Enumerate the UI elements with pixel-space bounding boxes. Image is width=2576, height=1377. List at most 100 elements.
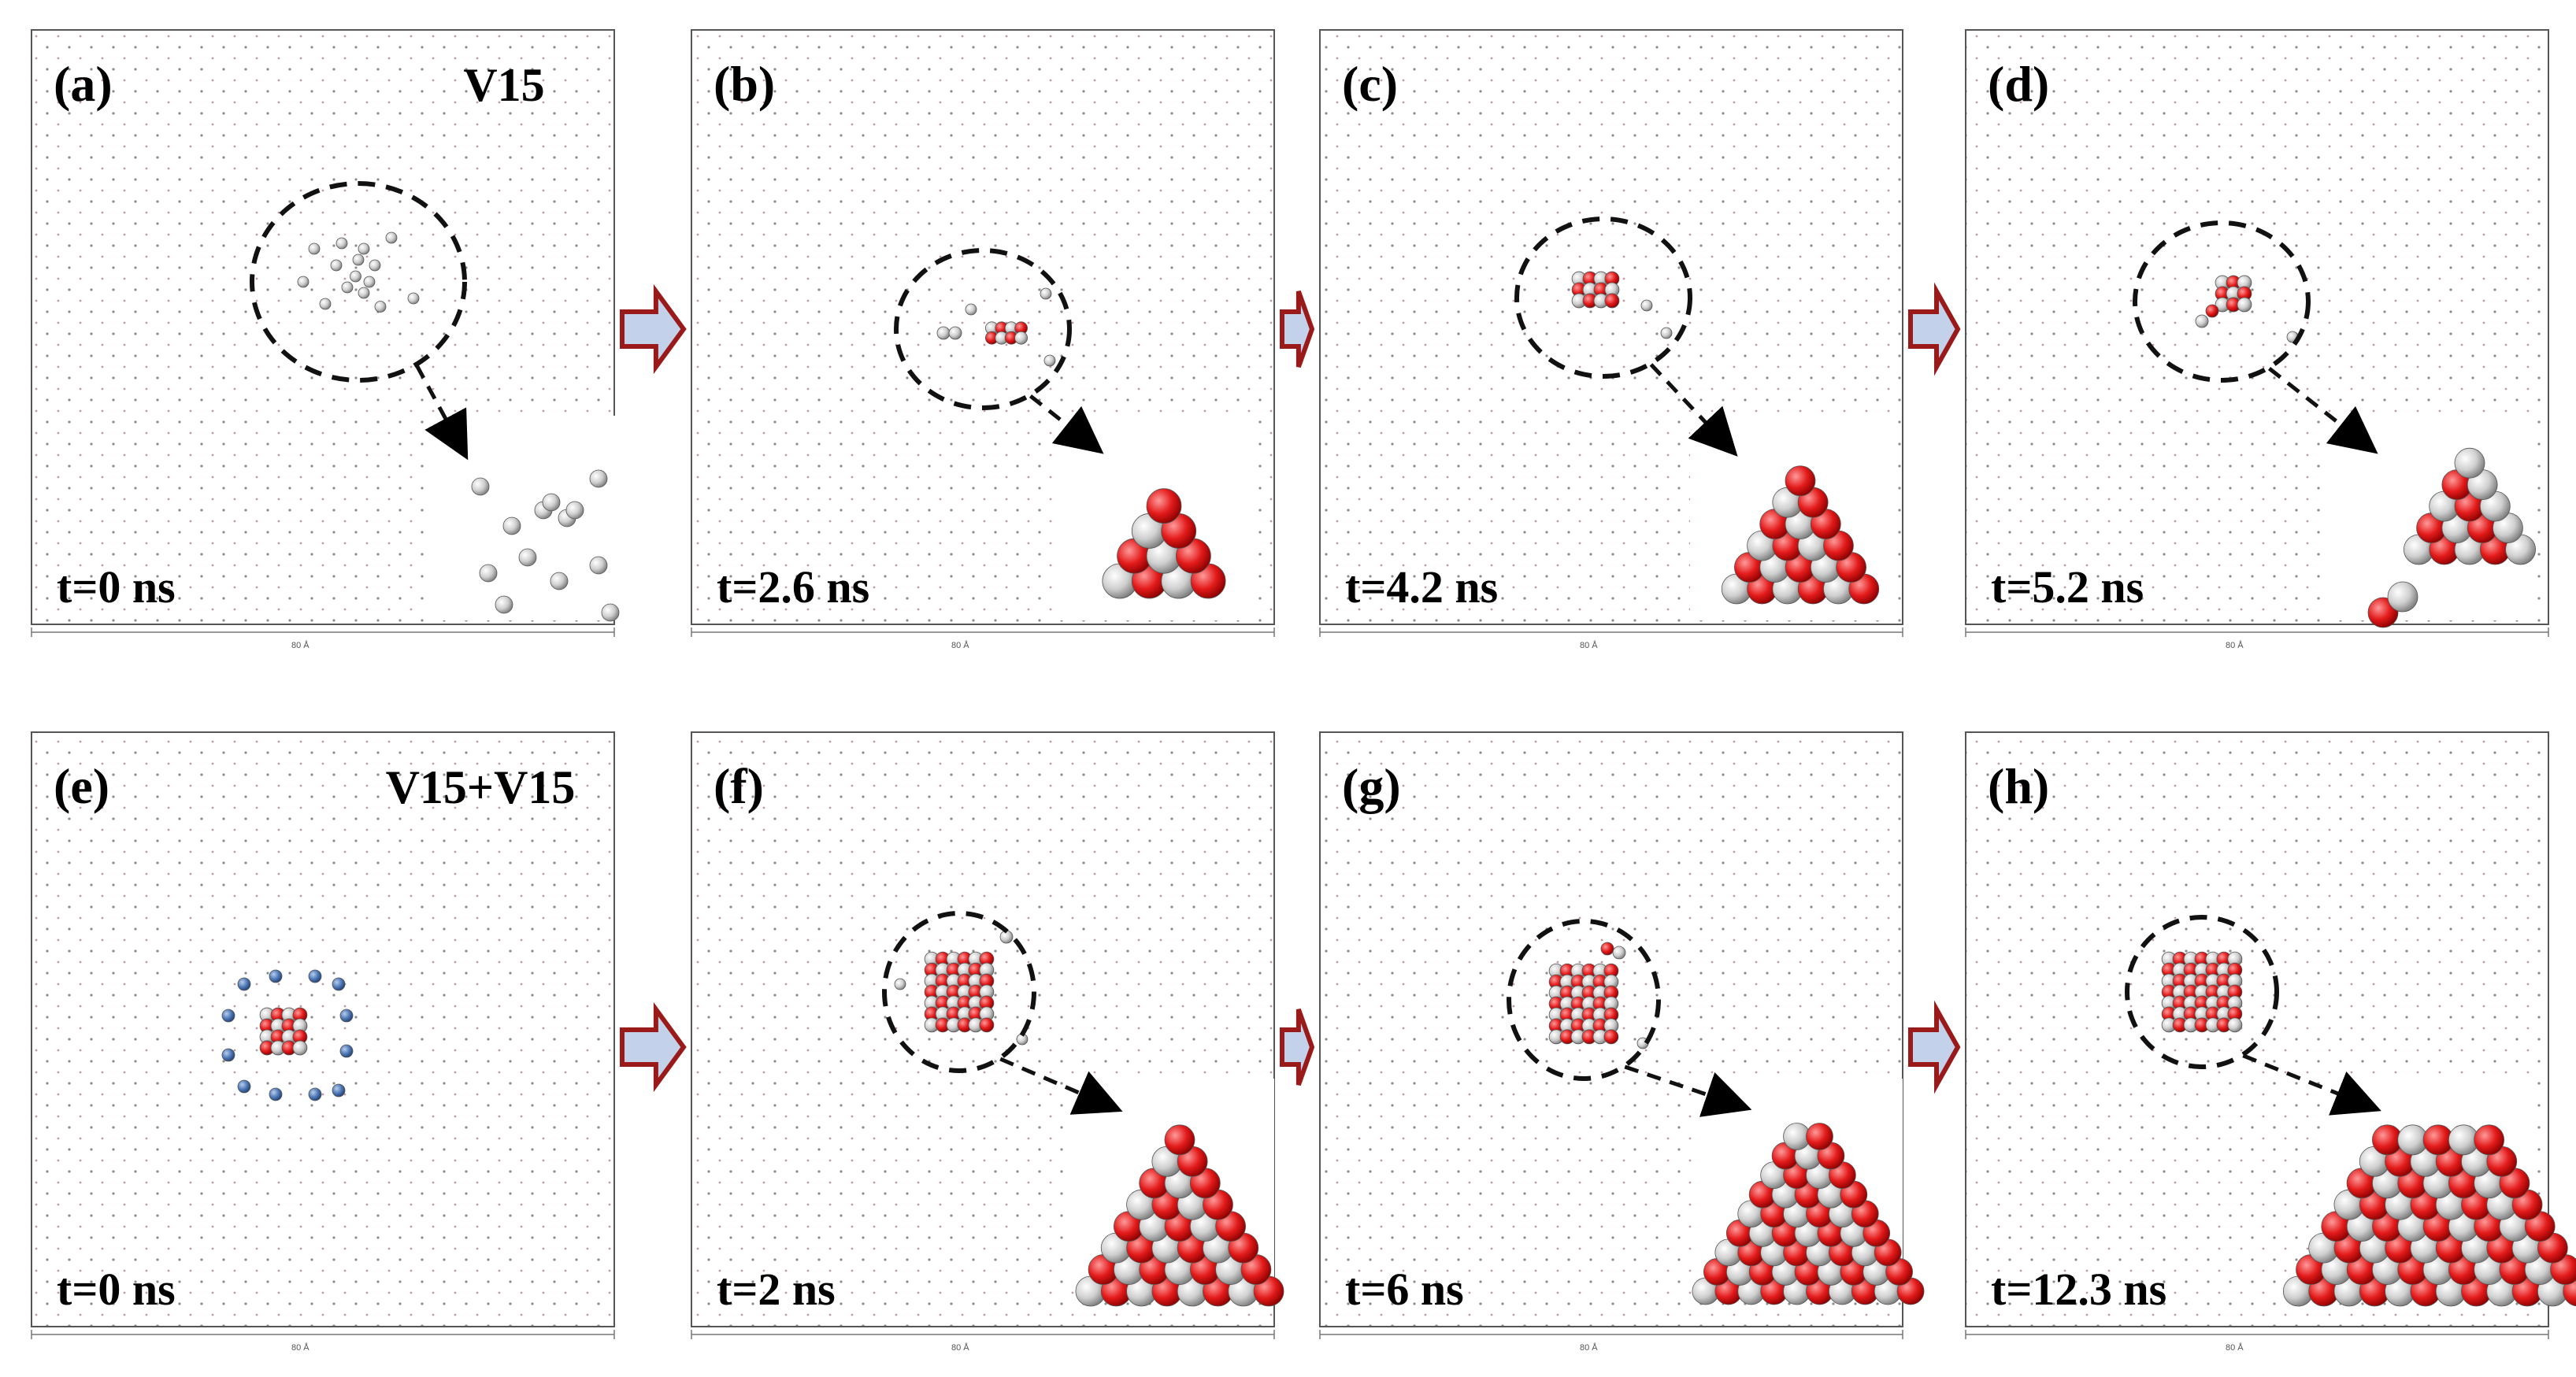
zoom-arrow — [2267, 367, 2378, 454]
red-atom — [1806, 1123, 1833, 1150]
grey-atom — [518, 548, 537, 567]
time-label: t=2.6 ns — [717, 561, 869, 613]
grey-atom — [2454, 447, 2485, 479]
red-atom — [979, 1017, 995, 1033]
grey-atom — [601, 603, 620, 622]
scale-bar-label: 80 Å — [291, 1342, 309, 1353]
time-label: t=0 ns — [57, 1264, 176, 1315]
grey-atom — [308, 242, 321, 255]
grey-atom — [2195, 314, 2209, 328]
simulation-box — [31, 731, 615, 1327]
grey-atom — [352, 254, 365, 266]
inset-cluster — [2282, 1124, 2576, 1307]
inset-cluster — [471, 469, 620, 622]
vacancy-cluster — [2161, 951, 2243, 1033]
block-arrow — [620, 283, 687, 375]
scale-bar: 80 Å — [1965, 627, 2549, 650]
time-label: t=4.2 ns — [1345, 561, 1498, 613]
time-label: t=12.3 ns — [1991, 1264, 2166, 1315]
grey-atom — [1014, 331, 1028, 345]
scale-bar: 80 Å — [31, 627, 615, 650]
scale-bar: 80 Å — [1319, 627, 1903, 650]
red-atom — [2205, 304, 2219, 318]
grey-atom — [335, 237, 348, 250]
panel-label: (e) — [54, 758, 109, 814]
time-label: t=2 ns — [717, 1264, 836, 1315]
grey-atom — [965, 303, 977, 316]
vacancy-cluster — [1548, 942, 1649, 1049]
highlight-ellipse — [2125, 915, 2279, 1069]
vacancy-cluster — [1571, 271, 1673, 339]
grey-atom — [385, 231, 398, 244]
inset-cluster — [1721, 465, 1880, 605]
scale-bar-label: 80 Å — [951, 640, 969, 650]
blue-atom — [269, 969, 283, 983]
highlight-ellipse — [1507, 919, 1661, 1081]
time-label: t=5.2 ns — [1991, 561, 2144, 613]
vacancy-cluster — [894, 930, 1029, 1046]
grey-atom — [1040, 287, 1052, 300]
scale-bar-label: 80 Å — [2226, 1342, 2244, 1353]
grey-atom — [2227, 1017, 2243, 1033]
blue-atom — [237, 1079, 251, 1094]
grey-atom — [407, 292, 420, 305]
grey-atom — [374, 301, 387, 313]
grey-atom — [358, 242, 370, 255]
grey-atom — [1612, 946, 1626, 960]
transition-arrows — [620, 282, 1961, 1094]
panel-label: (g) — [1342, 758, 1401, 814]
inset-cluster — [1692, 1123, 1925, 1305]
blue-atom — [332, 977, 346, 991]
highlight-ellipse — [250, 181, 467, 383]
vacancy-cluster — [936, 287, 1056, 367]
scale-bar: 80 Å — [1965, 1330, 2549, 1353]
grey-atom — [894, 978, 906, 990]
scale-bar-label: 80 Å — [951, 1342, 969, 1353]
grey-atom — [1660, 327, 1673, 339]
zoom-arrow — [1649, 363, 1738, 457]
panel-label: (h) — [1988, 758, 2049, 814]
grey-atom — [369, 259, 381, 272]
highlight-ellipse — [894, 248, 1072, 410]
blue-atom — [221, 1009, 235, 1023]
scale-bar-label: 80 Å — [2226, 640, 2244, 650]
grey-atom — [479, 564, 498, 583]
time-label: t=0 ns — [57, 561, 176, 613]
grey-atom — [341, 281, 354, 294]
vacancy-cluster — [297, 231, 420, 313]
blue-atom — [237, 977, 251, 991]
vacancy-cluster — [2195, 275, 2299, 343]
grey-atom — [502, 516, 521, 535]
time-label: t=6 ns — [1345, 1264, 1464, 1315]
grey-atom — [589, 556, 608, 575]
scale-bar: 80 Å — [691, 627, 1275, 650]
highlight-ellipse — [882, 911, 1036, 1073]
grey-atom — [1043, 354, 1056, 367]
grey-atom — [495, 595, 513, 614]
block-arrow — [1280, 290, 1315, 368]
blue-atom — [308, 1087, 322, 1101]
red-atom — [1603, 1029, 1619, 1045]
panel-label: (a) — [54, 56, 113, 112]
blue-atom — [332, 1083, 346, 1098]
panel-b: 80 Å (b) t=2.6 ns — [691, 29, 1275, 650]
blue-atom — [221, 1048, 235, 1062]
highlight-ellipse — [2133, 220, 2311, 383]
zoom-arrow — [1029, 394, 1104, 454]
scale-bar-label: 80 Å — [1580, 640, 1598, 650]
scale-bar: 80 Å — [1319, 1330, 1903, 1353]
blue-atom — [339, 1009, 354, 1023]
red-atom — [1604, 293, 1620, 309]
grey-atom — [589, 469, 608, 488]
blue-atom — [339, 1044, 354, 1058]
grey-atom — [2237, 297, 2252, 313]
panel-label: (b) — [713, 56, 775, 112]
inset-cluster — [1102, 488, 1226, 599]
grey-atom — [297, 276, 309, 288]
grey-atom — [330, 259, 343, 272]
panel-c: 80 Å (c) t=4.2 ns — [1319, 29, 1903, 650]
panel-label: (c) — [1342, 56, 1398, 112]
